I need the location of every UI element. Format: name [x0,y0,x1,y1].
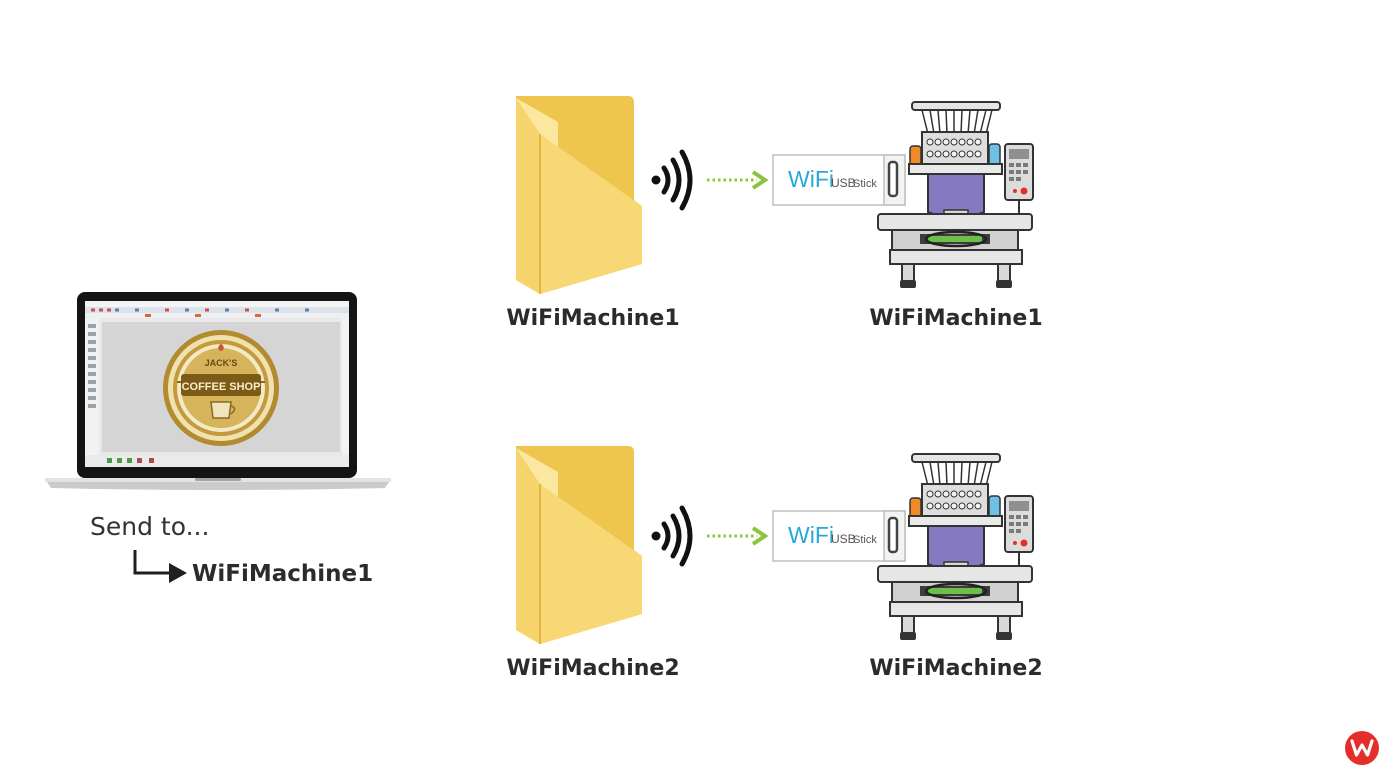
send-target-label: WiFiMachine1 [192,561,374,587]
folder-label: WiFiMachine1 [506,306,680,331]
folder-label: WiFiMachine2 [506,656,680,681]
stick-brand-text: WiFi [788,166,834,192]
stick-usb-text: USB [831,176,856,190]
wifi-signal-icon [648,148,700,217]
stick-word-text: Stick [853,178,877,190]
badge-top-text: JACK'S [205,358,238,368]
wifi-usb-stick: WiFi USB Stick [772,510,908,567]
wifi-signal-icon [648,504,700,573]
folder-icon [510,444,650,649]
embroidery-machine [872,100,1037,299]
folder-icon [510,94,650,299]
wifi-usb-stick: WiFi USB Stick [772,154,908,211]
brand-logo-icon [1344,730,1380,771]
badge-main-text: COFFEE SHOP [182,381,261,393]
stick-word-text: Stick [853,534,877,546]
stick-usb-text: USB [831,532,856,546]
send-to-label: Send to... [90,512,210,541]
arrow-right-icon [133,548,189,591]
embroidery-machine [872,452,1037,651]
transfer-arrow-icon [705,169,771,196]
coffee-shop-design: JACK'S COFFEE SHOP [163,330,279,446]
machine-label: WiFiMachine2 [869,656,1043,681]
stick-brand-text: WiFi [788,522,834,548]
transfer-arrow-icon [705,525,771,552]
laptop: JACK'S COFFEE SHOP [45,292,391,492]
machine-label: WiFiMachine1 [869,306,1043,331]
